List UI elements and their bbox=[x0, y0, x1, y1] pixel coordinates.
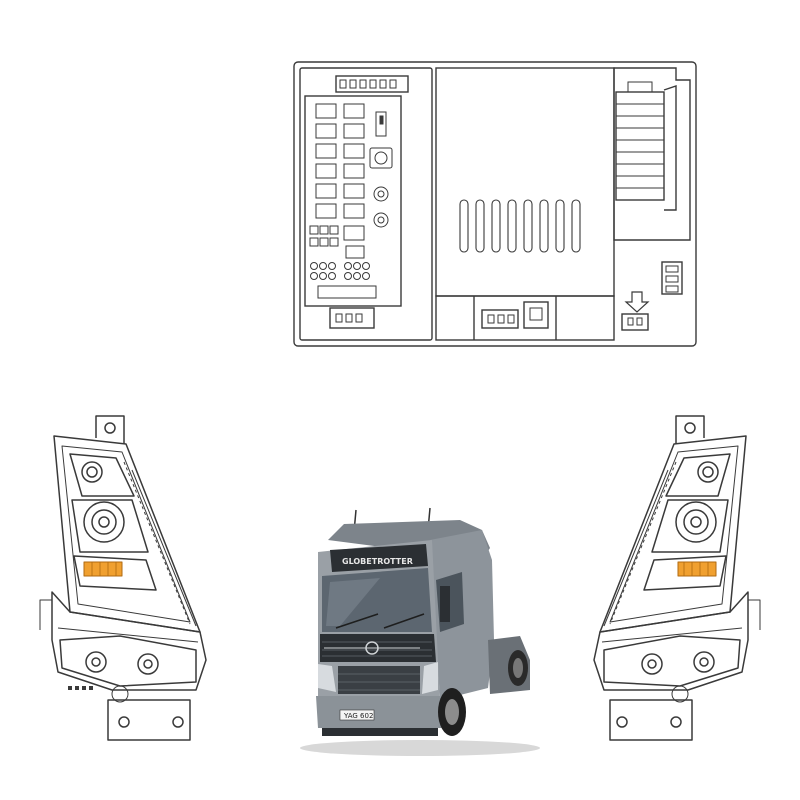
truck-illustration: GLOBETROTTER YAG 602 bbox=[300, 507, 540, 756]
control-unit-box bbox=[293, 61, 697, 347]
license-plate-text: YAG 602 bbox=[343, 712, 373, 720]
sun-visor-text: GLOBETROTTER bbox=[342, 557, 413, 566]
vent-slots bbox=[459, 199, 581, 253]
fuse-slots bbox=[309, 103, 393, 299]
arrow-down-icon bbox=[624, 291, 650, 313]
left-headlamp bbox=[39, 415, 207, 741]
right-headlamp bbox=[593, 415, 761, 741]
